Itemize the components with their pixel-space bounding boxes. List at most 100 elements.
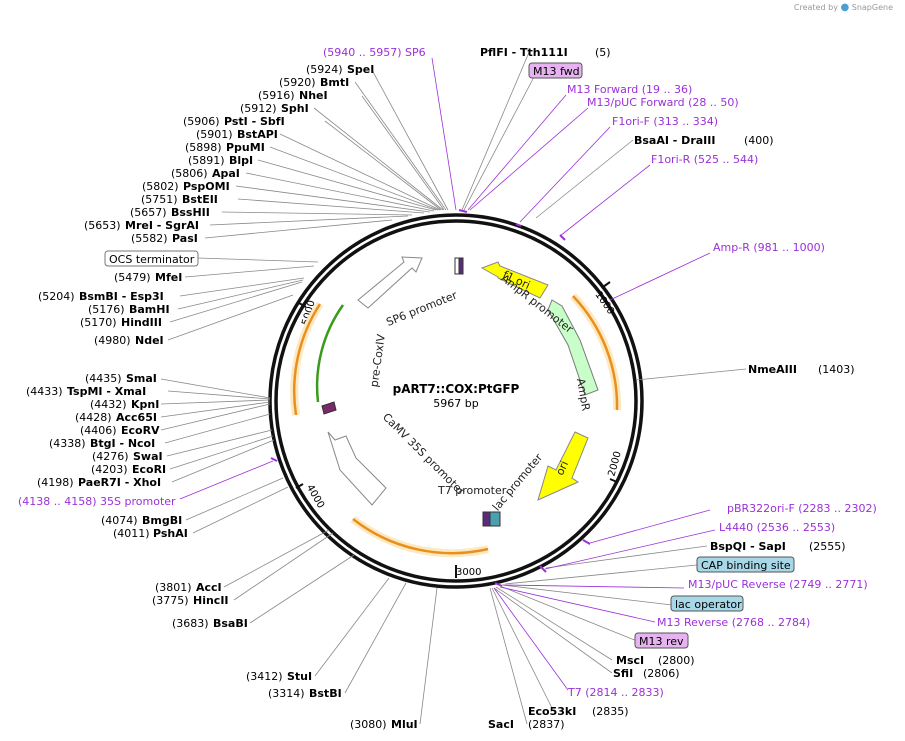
site-pasi-pos: (5582) (131, 232, 168, 245)
site-paer7i[interactable]: PaeR7I - XhoI (78, 476, 161, 489)
site-ecori[interactable]: EcoRI (132, 463, 166, 476)
feature-ampr (547, 299, 599, 396)
primer-tick-l4440 (539, 565, 547, 573)
primer-m13reverse-label[interactable]: M13 Reverse (2768 .. 2784) (657, 616, 810, 629)
site-tspmi-pos: (4433) (26, 385, 63, 398)
site-blpi[interactable]: BlpI (229, 154, 253, 167)
site-bsmbi-pos: (5204) (38, 290, 75, 303)
feature-lac-small (482, 511, 491, 527)
site-swai-pos: (4276) (92, 450, 129, 463)
feature-lac-operator-box[interactable] (670, 595, 744, 612)
feature-ocs-box[interactable] (104, 250, 199, 267)
feature-lac-operator-label: lac operator (675, 598, 742, 611)
site-pshai[interactable]: PshAI (153, 527, 188, 540)
site-eco53ki[interactable]: Eco53kI (528, 705, 576, 718)
primer-m13rev-label: M13 rev (639, 635, 684, 648)
site-sphi[interactable]: SphI (281, 102, 309, 115)
site-acc65i-pos: (4428) (75, 411, 112, 424)
primer-l4440-label[interactable]: L4440 (2536 .. 2553) (719, 521, 835, 534)
primer-m13fwd-label: M13 fwd (533, 65, 580, 78)
site-mlui-pos: (3080) (350, 718, 387, 731)
ruler-label-4000: 4000 (304, 483, 326, 511)
feature-sp6-label: SP6 promoter (384, 288, 459, 328)
site-smai[interactable]: SmaI (126, 372, 157, 385)
ruler-tick-4000 (295, 483, 304, 489)
primer-m13rev-box[interactable] (634, 632, 689, 649)
feature-cap-label: CAP binding site (701, 559, 791, 572)
site-hincii[interactable]: HincII (193, 594, 229, 607)
primer-f1ori-f-label[interactable]: F1ori-F (313 .. 334) (612, 115, 718, 128)
site-bstbi-pos: (3314) (268, 687, 305, 700)
site-btgi[interactable]: BtgI - NcoI (90, 437, 155, 450)
primer-tick-m13rev (494, 582, 503, 587)
site-acc65i[interactable]: Acc65I (116, 411, 157, 424)
site-bamhi[interactable]: BamHI (129, 303, 170, 316)
site-ecorv-pos: (4406) (80, 424, 117, 437)
site-bspqi[interactable]: BspQI - SapI (710, 540, 786, 553)
primer-m13puc-rev-label[interactable]: M13/pUC Reverse (2749 .. 2771) (688, 578, 868, 591)
site-bmti[interactable]: BmtI (320, 76, 349, 89)
snapgene-logo-icon: ● (840, 2, 850, 13)
site-smai-pos: (4435) (85, 372, 122, 385)
primer-f1ori-r-label[interactable]: F1ori-R (525 .. 544) (651, 153, 758, 166)
site-bmgbi[interactable]: BmgBI (142, 514, 182, 527)
site-bstbi[interactable]: BstBI (309, 687, 342, 700)
site-bsshii-pos: (5657) (130, 206, 167, 219)
feature-ampr-label: AmpR (574, 377, 593, 412)
feature-lac-operator-small (489, 511, 501, 527)
site-apai[interactable]: ApaI (212, 167, 240, 180)
primer-m13puc-fwd-label[interactable]: M13/pUC Forward (28 .. 50) (587, 96, 739, 109)
feature-camv-label: CaMV 35S promoter (380, 411, 468, 499)
feature-cap-box[interactable] (696, 556, 795, 573)
site-pasi[interactable]: PasI (172, 232, 198, 245)
site-bstapi[interactable]: BstAPI (237, 128, 278, 141)
backbone-outer-ring (268, 213, 644, 589)
site-bsaai[interactable]: BsaAI - DraIII (634, 134, 715, 147)
site-tspmi[interactable]: TspMI - XmaI (67, 385, 146, 398)
site-bsteii[interactable]: BstEII (182, 193, 218, 206)
ruler-label-3000: 3000 (456, 567, 481, 578)
site-msci[interactable]: MscI (616, 654, 644, 667)
site-nhei[interactable]: NheI (299, 89, 328, 102)
site-kpni[interactable]: KpnI (131, 398, 159, 411)
site-mfei[interactable]: MfeI (155, 271, 182, 284)
credit-brand: SnapGene (851, 3, 893, 12)
leader-lines-top-left (167, 69, 449, 341)
plasmid-length: 5967 bp (433, 397, 478, 410)
site-bmti-pos: (5920) (279, 76, 316, 89)
site-ppumi[interactable]: PpuMI (226, 141, 265, 154)
primer-35s-label[interactable]: (4138 .. 4158) 35S promoter (18, 495, 176, 508)
feature-top-small-1 (454, 257, 460, 275)
site-mlui[interactable]: MluI (391, 718, 418, 731)
site-psti[interactable]: PstI - SbfI (224, 115, 285, 128)
site-msci-pos: (2800) (658, 654, 695, 667)
site-bspqi-pos: (2555) (809, 540, 846, 553)
primer-t7-label[interactable]: T7 (2814 .. 2833) (567, 686, 664, 699)
site-saci[interactable]: SacI (488, 718, 514, 731)
primer-amp-r-label[interactable]: Amp-R (981 .. 1000) (713, 241, 825, 254)
site-swai[interactable]: SwaI (133, 450, 163, 463)
feature-sp6-promoter (357, 256, 423, 309)
site-stui[interactable]: StuI (287, 670, 312, 683)
site-pspomi[interactable]: PspOMI (183, 180, 230, 193)
site-bsmbi[interactable]: BsmBI - Esp3I (79, 290, 164, 303)
site-ecorv[interactable]: EcoRV (121, 424, 160, 437)
primer-m13forward-label[interactable]: M13 Forward (19 .. 36) (567, 83, 692, 96)
orf-arc-bottom (352, 518, 489, 555)
site-bsabi[interactable]: BsaBI (213, 617, 248, 630)
site-bsshii[interactable]: BssHII (171, 206, 210, 219)
primer-pbr322-label[interactable]: pBR322ori-F (2283 .. 2302) (727, 502, 877, 515)
site-spei[interactable]: SpeI (347, 63, 374, 76)
site-mrei[interactable]: MreI - SgrAI (125, 219, 199, 232)
feature-precox-label: pre-CoxIV (368, 333, 388, 388)
site-acci[interactable]: AccI (196, 581, 222, 594)
site-saci-pos: (2837) (528, 718, 565, 731)
site-sfii[interactable]: SfiI (613, 667, 633, 680)
site-hindiii[interactable]: HindIII (121, 316, 162, 329)
site-mrei-pos: (5653) (84, 219, 121, 232)
site-ndei[interactable]: NdeI (135, 334, 164, 347)
site-bsteii-pos: (5751) (141, 193, 178, 206)
site-pflfi[interactable]: PflFI - Tth111I (480, 46, 568, 59)
primer-m13fwd-box[interactable] (528, 62, 583, 79)
site-nmeaiii[interactable]: NmeAIII (748, 363, 797, 376)
